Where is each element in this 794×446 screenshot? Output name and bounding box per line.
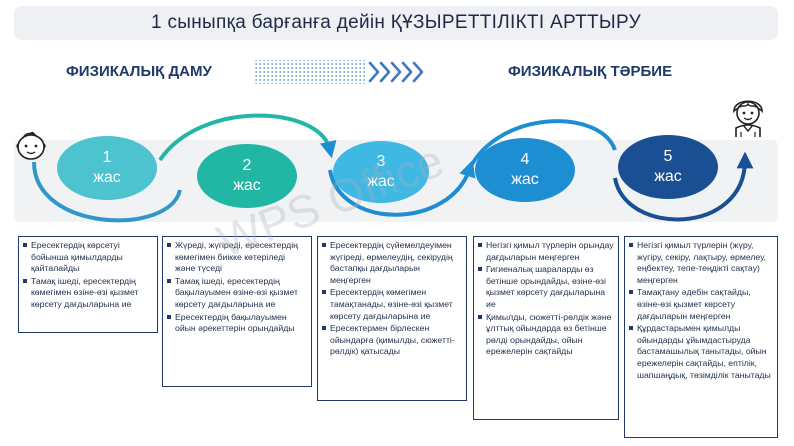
- list-item: Қимылды, сюжетті-рөлдік және ұлттық ойын…: [478, 312, 614, 358]
- stage-3-unit: жас: [367, 173, 395, 190]
- arc-1-2: [32, 161, 182, 223]
- stage-1-box: Ересектердің көрсетуі бойынша қимылдарды…: [18, 236, 158, 333]
- list-item: Ересектердің көмегімен тамақтанады, өзін…: [322, 287, 462, 322]
- page-title: 1 сыныпқа барғанға дейін ҚҰЗЫРЕТТІЛІКТІ …: [151, 12, 641, 33]
- arc-5-end: [613, 151, 754, 222]
- stage-4-circle: [475, 138, 575, 202]
- list-item: Жүреді, жүгіреді, ересектердің көмегімен…: [167, 240, 307, 275]
- progress-arrow-strip: [254, 60, 424, 84]
- stage-3-box: Ересектердің сүйемелдеуімен жүгіреді, өр…: [317, 236, 467, 401]
- stage-1-circle: [57, 136, 157, 200]
- arc-2-3: [158, 113, 337, 162]
- right-heading: ФИЗИКАЛЫҚ ТӘРБИЕ: [508, 63, 673, 80]
- stage-5-circle: [618, 135, 718, 199]
- stage-2-unit: жас: [233, 177, 261, 194]
- stage-5-box: Негізгі қимыл түрлерін (жүру, жүгіру, се…: [624, 236, 778, 438]
- list-item: Негізгі қимыл түрлерін (жүру, жүгіру, се…: [629, 240, 773, 286]
- stage-3-label: 3 жас: [351, 152, 411, 192]
- stage-3-circle: [333, 141, 429, 203]
- title-bar: 1 сыныпқа барғанға дейін ҚҰЗЫРЕТТІЛІКТІ …: [14, 6, 778, 40]
- stage-3-number: 3: [376, 153, 386, 170]
- stage-4-box: Негізгі қимыл түрлерін орындау дағдылары…: [473, 236, 619, 420]
- stage-2-box: Жүреді, жүгіреді, ересектердің көмегімен…: [162, 236, 312, 387]
- dotted-strip: [254, 60, 366, 84]
- list-item: Құрдастарымен қимылды ойындарды ұйымдаст…: [629, 323, 773, 381]
- list-item: Ересектердің бақылауымен ойын әрекеттері…: [167, 312, 307, 335]
- list-item: Тамақтану әдебін сақтайды, өзіне-өзі қыз…: [629, 287, 773, 322]
- stage-1-unit: жас: [93, 169, 121, 186]
- list-item: Негізгі қимыл түрлерін орындау дағдылары…: [478, 240, 614, 263]
- stage-2-number: 2: [242, 157, 252, 174]
- baby-face-icon: [16, 131, 46, 160]
- list-item: Гигиеналық шараларды өз бетінше орындайд…: [478, 264, 614, 310]
- arc-4-5: [468, 119, 617, 169]
- child-face-icon: [733, 100, 763, 137]
- list-item: Ересектермен бірлескен ойындарға (қимылд…: [322, 323, 462, 358]
- list-item: Ересектердің көрсетуі бойынша қимылдарды…: [23, 240, 153, 275]
- list-item: Тамақ ішеді, ересектердің көмегімен өзін…: [23, 276, 153, 311]
- list-item: Ересектердің сүйемелдеуімен жүгіреді, өр…: [322, 240, 462, 286]
- stage-2-circle: [197, 144, 297, 208]
- stage-5-unit: жас: [654, 168, 682, 185]
- list-item: Тамақ ішеді, ересектердің бақылауымен өз…: [167, 276, 307, 311]
- stage-5-label: 5 жас: [638, 147, 698, 187]
- stage-2-label: 2 жас: [217, 156, 277, 196]
- left-heading: ФИЗИКАЛЫҚ ДАМУ: [66, 63, 212, 80]
- stage-4-unit: жас: [511, 171, 539, 188]
- stage-1-number: 1: [102, 149, 112, 166]
- arc-3-4: [328, 160, 476, 217]
- stage-4-number: 4: [520, 151, 530, 168]
- stage-1-label: 1 жас: [77, 148, 137, 188]
- stage-5-number: 5: [663, 148, 673, 165]
- stage-4-label: 4 жас: [495, 150, 555, 190]
- chevrons-icon: [368, 61, 424, 83]
